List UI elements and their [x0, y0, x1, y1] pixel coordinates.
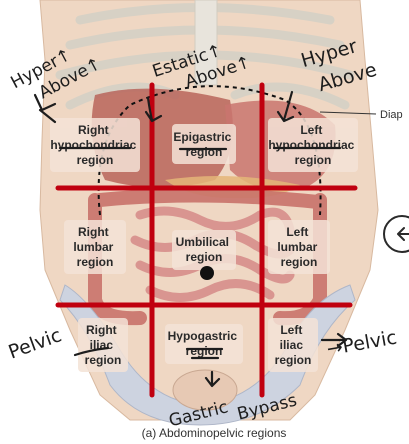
- sternum: [194, 0, 218, 86]
- arrow-circle-icon: [383, 215, 409, 253]
- region-label-right-lumbar: Right lumbar region: [73, 225, 116, 269]
- pelvis: [59, 284, 356, 426]
- region-label-umbilical: Umbilical region: [176, 235, 233, 264]
- region-label-left-lumbar: Left lumbar region: [277, 225, 320, 269]
- ink-marks: [33, 90, 348, 388]
- region-grid: [55, 82, 358, 398]
- diaphragm-pointer: [319, 111, 377, 115]
- figure-caption: (a) Abdominopelvic regions: [142, 426, 287, 440]
- label-backgrounds: [50, 118, 358, 372]
- region-label-hypogastric: Hypogastric region: [168, 329, 241, 358]
- region-label-left-iliac: Left iliac region: [275, 323, 312, 367]
- region-label-right-iliac: Right iliac region: [85, 323, 122, 367]
- diaphragm-label: Diap: [380, 109, 403, 121]
- umbilicus-dot: [200, 266, 214, 280]
- bladder: [172, 369, 238, 411]
